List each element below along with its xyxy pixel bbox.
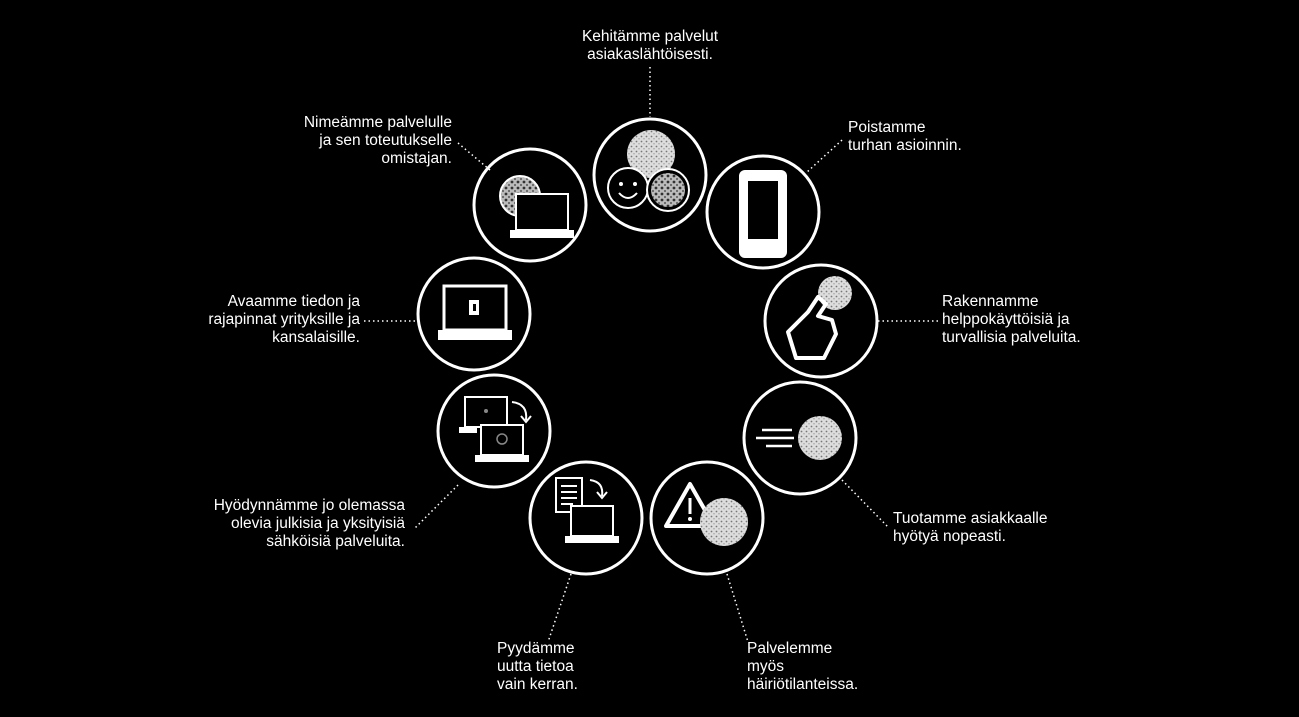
laptop-icon [438,284,512,340]
label-line: kansalaisille. [272,329,360,346]
label-line: Palvelemme [747,640,833,657]
label-line: Nimeämme palvelulle [303,114,452,131]
label-disruptions: Palvelemme myös häiriötilanteissa. [747,640,858,694]
two-laptops-icon [459,396,532,462]
label-line: ja sen toteutukselle [319,132,452,149]
connector-6 [547,573,572,643]
circle-reuse-services [436,373,552,489]
label-line: Pyydämme [497,640,575,657]
label-line: helppokäyttöisiä ja [942,311,1070,328]
label-reuse-services: Hyödynnämme jo olemassa olevia julkisia … [130,497,405,551]
label-line: Avaamme tiedon ja [227,293,360,310]
finger-press-icon [786,276,852,360]
label-line: hyötyä nopeasti. [893,528,1006,545]
label-line: asiakaslähtöisesti. [587,46,713,63]
label-line: Tuotamme asiakkaalle [893,510,1048,527]
smiley-faces-icon [607,130,690,212]
label-line: rajapinnat yrityksille ja [208,311,360,328]
circle-owner [472,147,588,263]
label-line: omistajan. [381,150,452,167]
circle-disruptions [649,460,765,576]
connector-7 [413,484,459,530]
connector-lines [364,67,940,643]
globe-laptop-icon [499,175,574,238]
circle-customer-oriented [592,117,708,233]
connector-4 [841,479,889,528]
warning-triangle-icon [664,482,748,546]
circle-ask-once [528,460,644,576]
circle-remove-errands [705,154,821,270]
connector-5 [726,573,749,643]
label-open-data: Avaamme tiedon ja rajapinnat yrityksille… [150,293,360,347]
label-remove-errands: Poistamme turhan asioinnin. [848,119,962,155]
label-fast-benefit: Tuotamme asiakkaalle hyötyä nopeasti. [893,510,1048,546]
circle-fast-benefit [742,380,858,496]
speed-ball-icon [756,416,842,460]
circle-easy-secure [763,263,879,379]
label-line: Poistamme [848,119,926,136]
connector-2 [805,139,843,174]
label-line: turhan asioinnin. [848,137,962,154]
connector-9 [457,142,491,171]
label-owner: Nimeämme palvelulle ja sen toteutukselle… [250,114,452,168]
circle-open-data [416,256,532,372]
label-line: olevia julkisia ja yksityisiä [230,515,405,532]
label-line: vain kerran. [497,676,578,693]
label-line: sähköisiä palveluita. [266,533,405,550]
label-easy-secure: Rakennamme helppokäyttöisiä ja turvallis… [942,293,1081,347]
document-to-laptop-icon [555,477,619,543]
label-line: Kehitämme palvelut [581,28,719,45]
label-line: häiriötilanteissa. [747,676,859,693]
label-line: uutta tietoa [497,658,574,675]
label-customer-oriented: Kehitämme palvelut asiakaslähtöisesti. [548,28,752,64]
mobile-phone-icon [739,170,787,258]
label-ask-once: Pyydämme uutta tietoa vain kerran. [497,640,578,694]
label-line: Hyödynnämme jo olemassa [213,497,405,514]
label-line: Rakennamme [942,293,1039,310]
label-line: myös [747,658,785,675]
label-line: turvallisia palveluita. [942,329,1081,346]
